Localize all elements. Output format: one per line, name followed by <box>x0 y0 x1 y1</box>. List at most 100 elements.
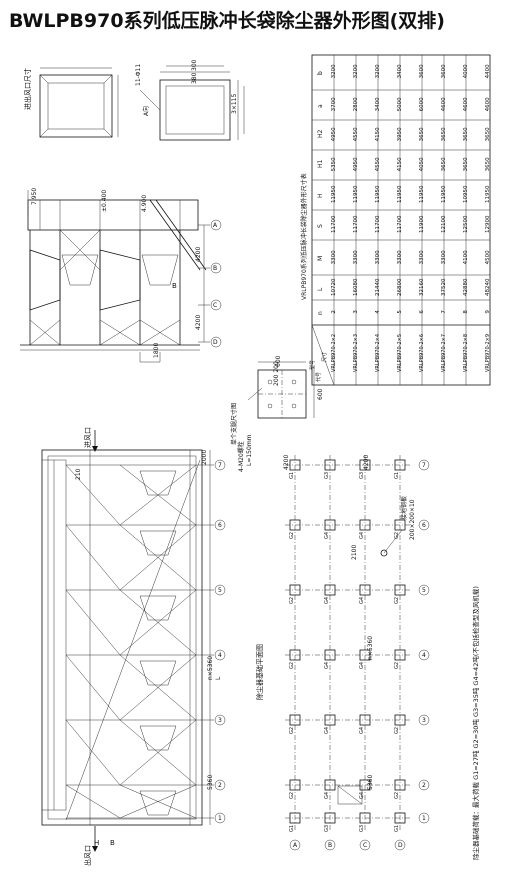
load-label: G2 <box>289 597 295 604</box>
load-label: G1 <box>289 825 295 832</box>
table-cell: 11950 <box>397 185 403 203</box>
table-cell: 11950 <box>331 185 337 203</box>
table-cell: 10950 <box>463 185 469 203</box>
dim-l: L <box>215 676 222 680</box>
axis-A: A <box>213 222 218 229</box>
foundation-row-number: 4 <box>422 652 426 659</box>
table-cell: 6000 <box>419 97 425 111</box>
table-cell: 4500 <box>485 250 491 264</box>
load-label: G4 <box>324 792 330 799</box>
table-header: b <box>317 71 324 75</box>
load-label: G2 <box>394 597 400 604</box>
table-cell: 11950 <box>353 185 359 203</box>
bolt-length-note: L=150mm <box>246 434 253 466</box>
table-cells: 代号尺寸型号nLMSHH1H2abVRLPB970-2×221072033001… <box>309 64 491 382</box>
dim-300: 300 <box>191 59 198 71</box>
table-cell: 3650 <box>485 157 491 171</box>
axis-C: C <box>213 302 217 309</box>
dim-3x115: 3×115 <box>231 94 238 114</box>
table-header: a <box>317 104 324 108</box>
side-elevation: 7.950 ±0.400 4.900 4200 4200 A B C D 180… <box>20 188 222 363</box>
a-direction-label: A向 <box>142 106 150 116</box>
table-cell: 3400 <box>397 64 403 78</box>
leg-dim-600b: 600 <box>317 388 324 400</box>
table-model: VRLPB970-2×5 <box>397 334 403 372</box>
table-cell: 9 <box>485 310 491 314</box>
table-cell: 3300 <box>419 250 425 264</box>
table-model: VRLPB970-2×8 <box>463 334 469 372</box>
load-label: G2 <box>394 532 400 539</box>
table-cell: 21440 <box>375 278 381 296</box>
elev-4900: 4.900 <box>141 195 148 212</box>
dim-1800: 1800 <box>153 343 160 358</box>
found-dim-4200a: 4200 <box>283 455 290 470</box>
load-label: G1 <box>289 472 295 479</box>
table-cell: 3 <box>353 310 359 314</box>
table-cell: 5 <box>397 310 403 314</box>
table-cell: 2 <box>331 310 337 314</box>
flange-view: 300 380 3×115 11-Φ11 A向 <box>135 59 245 141</box>
foundation-axis: A <box>293 842 298 849</box>
dim-210: 210 <box>75 468 82 480</box>
table-cell: 3650 <box>463 127 469 141</box>
found-dim-5360: 5360 <box>367 775 374 790</box>
table-model: VRLPB970-2×9 <box>485 334 491 372</box>
load-label: G2 <box>394 727 400 734</box>
load-label: G4 <box>359 662 365 669</box>
table-cell: 11950 <box>375 185 381 203</box>
dim-2000: 2000 <box>201 450 208 465</box>
load-label: G2 <box>289 532 295 539</box>
dim-nx5360: n×5360 <box>207 656 214 680</box>
dimension-table: VRLPB970系列低压脉冲长袋除尘器外形尺寸表 代号尺寸型号nLMSHH1H2… <box>300 54 491 386</box>
elevation-axis-number: 6 <box>218 522 222 529</box>
table-cell: 11700 <box>375 215 381 233</box>
elevation-axis-number: 2 <box>218 782 222 789</box>
found-dim-nx5360: n×5360 <box>367 636 374 660</box>
elevation-axis-number: 1 <box>218 815 222 822</box>
load-label: G2 <box>289 662 295 669</box>
table-cell: 3300 <box>441 250 447 264</box>
table-cell: 11950 <box>485 185 491 203</box>
load-label: G2 <box>289 727 295 734</box>
load-label: G2 <box>394 792 400 799</box>
load-label: G2 <box>289 792 295 799</box>
elevation-axis-number: 3 <box>218 717 222 724</box>
table-model: VRLPB970-2×2 <box>331 334 337 372</box>
table-corner-top: 代号 <box>315 372 322 382</box>
foundation-caption: 除尘器基础平面图 <box>255 644 264 700</box>
table-cell: 3700 <box>331 97 337 111</box>
foundation-row-number: 2 <box>422 782 426 789</box>
table-cell: 3400 <box>375 97 381 111</box>
table-cell: 3200 <box>331 64 337 78</box>
table-cell: 3200 <box>375 64 381 78</box>
table-caption: VRLPB970系列低压脉冲长袋除尘器外形尺寸表 <box>300 173 308 300</box>
load-label: G3 <box>359 472 365 479</box>
load-label: G3 <box>324 472 330 479</box>
foundation-row-number: 5 <box>422 587 426 594</box>
table-cell: 11950 <box>441 185 447 203</box>
found-dim-2100: 2100 <box>351 545 358 560</box>
table-cell: 11900 <box>419 215 425 233</box>
table-corner-mid: 尺寸 <box>321 352 328 362</box>
table-cell: 11950 <box>419 185 425 203</box>
table-model: VRLPB970-2×7 <box>441 334 447 372</box>
table-cell: 8 <box>463 310 469 314</box>
found-dim-4200b: 4200 <box>363 455 370 470</box>
table-cell: 4 <box>375 310 381 314</box>
table-cell: 3200 <box>353 64 359 78</box>
table-header: H <box>317 193 324 198</box>
table-cell: 4150 <box>375 127 381 141</box>
table-cell: 5350 <box>331 157 337 171</box>
ground-note: 接地钢板 <box>400 496 408 520</box>
table-cell: 3650 <box>419 127 425 141</box>
foundation-axis: D <box>398 842 403 849</box>
outlet-size-label: 进出风口尺寸 <box>23 68 32 110</box>
table-header: M <box>317 256 324 261</box>
load-label: G4 <box>359 597 365 604</box>
elev-7950: 7.950 <box>31 188 38 205</box>
table-header: H2 <box>317 129 324 138</box>
load-label: G3 <box>359 825 365 832</box>
table-cell: 48240 <box>485 278 491 296</box>
load-label: G4 <box>359 532 365 539</box>
load-label: G2 <box>394 662 400 669</box>
